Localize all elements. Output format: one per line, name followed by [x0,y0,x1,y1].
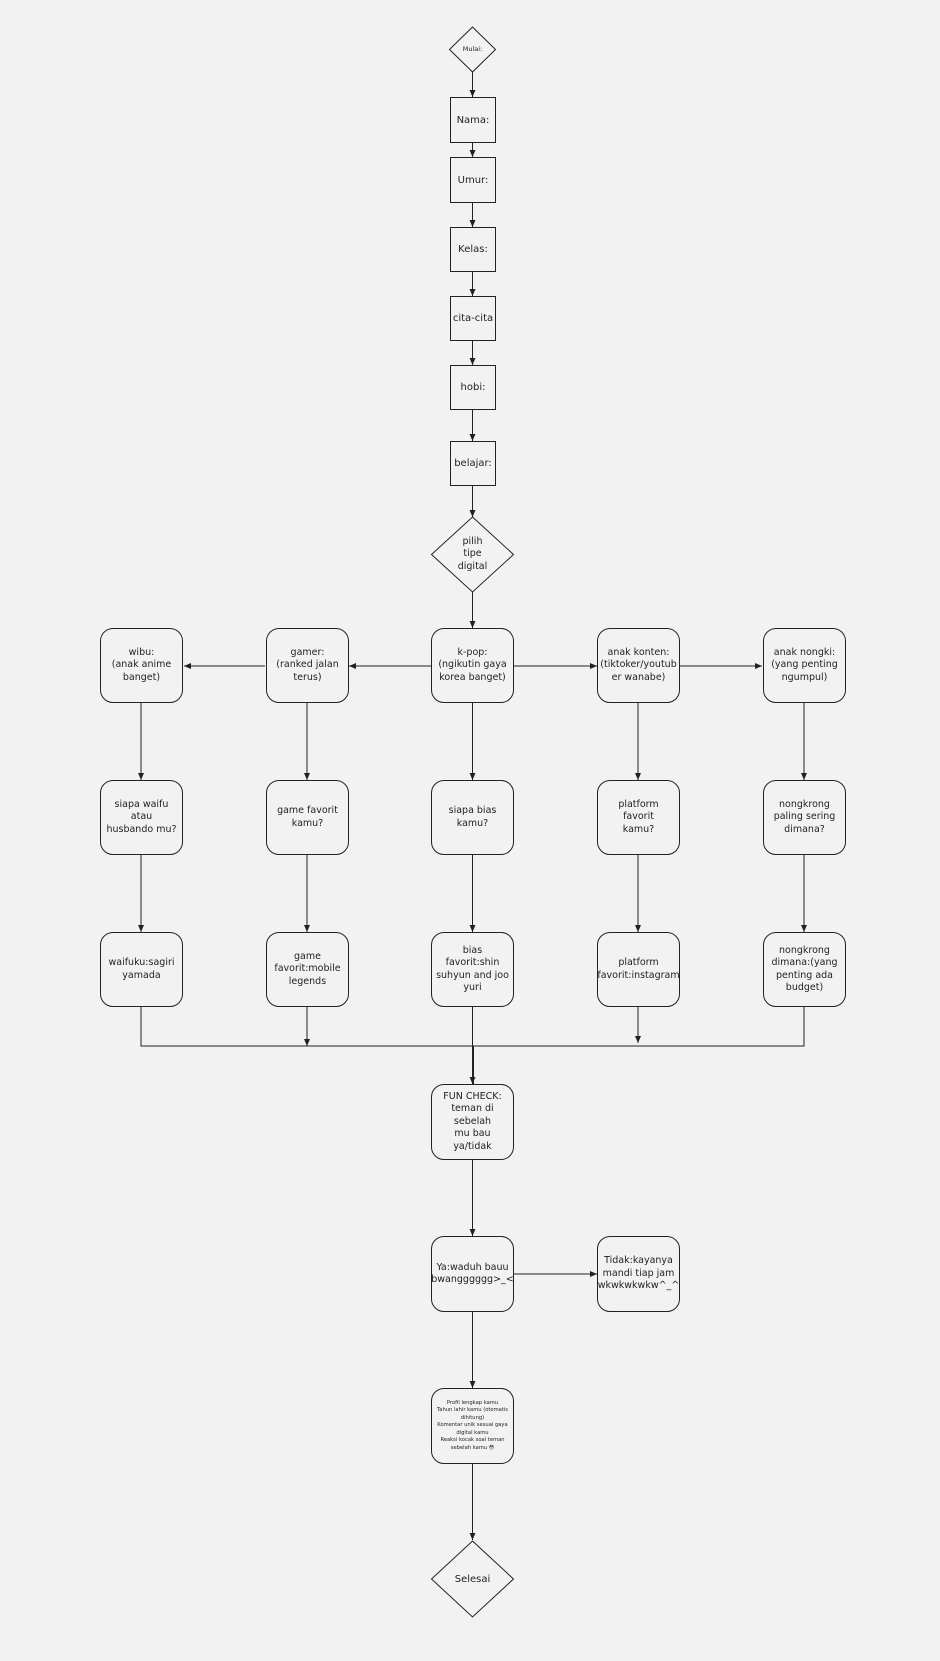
answer-gamer: game favorit:mobile legends [266,932,349,1007]
answer-kpop: bias favorit:shin suhyun and joo yuri [431,932,514,1007]
start-diamond-shape [448,26,497,73]
step-hobi: hobi: [450,365,496,410]
fun-check-box: FUN CHECK: teman di sebelah mu bau ya/ti… [431,1084,514,1160]
end-diamond-shape [430,1540,515,1618]
decision-label: pilih tipe digital [457,535,488,572]
question-wibu: siapa waifu atau husbando mu? [100,780,183,855]
type-gamer: gamer: (ranked jalan terus) [266,628,349,703]
merge-nongki [472,1007,805,1047]
question-nongki: nongkrong paling sering dimana? [763,780,846,855]
merge-wibu [140,1007,473,1047]
answer-nongki: nongkrong dimana:(yang penting ada budge… [763,932,846,1007]
type-anak-nongki: anak nongki: (yang penting ngumpul) [763,628,846,703]
step-kelas: Kelas: [450,227,496,272]
step-umur: Umur: [450,157,496,203]
step-cita-cita: cita-cita [450,296,496,341]
step-nama: Nama: [450,97,496,143]
type-wibu: wibu: (anak anime banget) [100,628,183,703]
question-kpop: siapa bias kamu? [431,780,514,855]
end-label: Selesai [454,1573,491,1585]
question-gamer: game favorit kamu? [266,780,349,855]
question-konten: platform favorit kamu? [597,780,680,855]
decision-diamond-shape [430,516,515,593]
type-kpop: k-pop: (ngikutin gaya korea banget) [431,628,514,703]
type-anak-konten: anak konten: (tiktoker/youtub er wanabe) [597,628,680,703]
step-belajar: belajar: [450,441,496,486]
answer-wibu: waifuku:sagiri yamada [100,932,183,1007]
answer-tidak-box: Tidak:kayanya mandi tiap jam wkwkwkwkw^_… [597,1236,680,1312]
answer-ya-box: Ya:waduh bauu bwangggggg>_< [431,1236,514,1312]
start-label: Mulai: [462,44,483,53]
answer-konten: platform favorit:instagram [597,932,680,1007]
summary-box: Profil lengkap kamu Tahun lahir kamu (ot… [431,1388,514,1464]
